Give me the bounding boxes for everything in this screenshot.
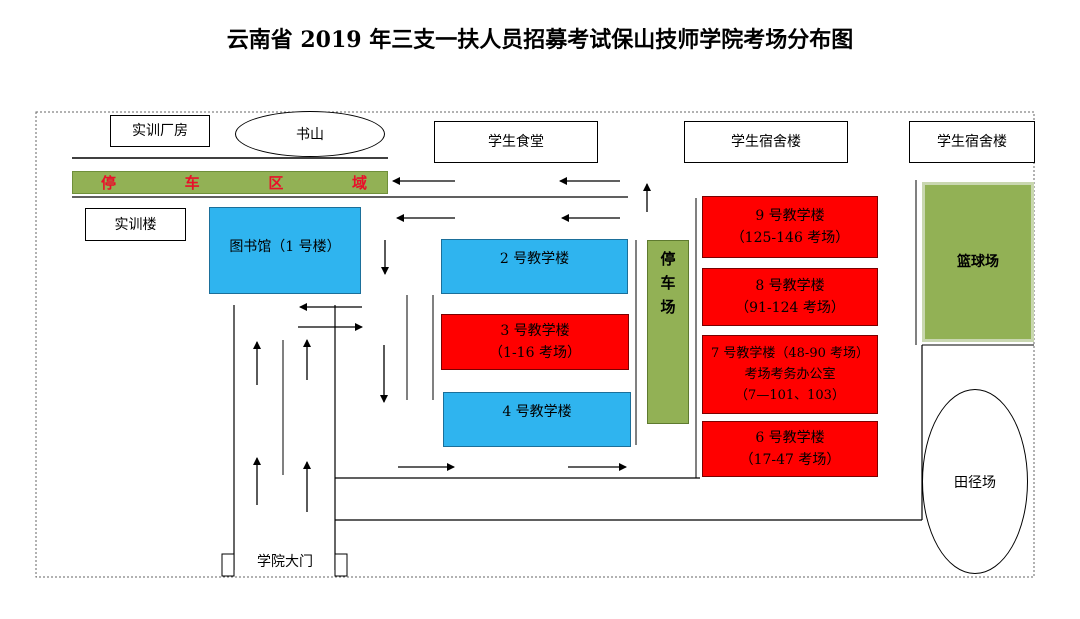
teaching-building-3: 3 号教学楼 （1-16 考场）: [441, 314, 629, 370]
parking-lot-char: 场: [660, 298, 676, 316]
parking-zone-char: 区: [268, 174, 284, 192]
page-title: 云南省 2019 年三支一扶人员招募考试保山技师学院考场分布图: [226, 27, 854, 53]
building-9-name: 9 号教学楼: [755, 208, 825, 224]
teaching-building-7: 7 号教学楼（48-90 考场） 考场考务办公室 （7—101、103）: [702, 335, 878, 414]
gate-post-left: [221, 553, 235, 577]
building-8-rooms: （91-124 考场）: [735, 300, 845, 316]
building-7-name: 7 号教学楼（48-90 考场）: [710, 346, 869, 361]
parking-lot-char: 停: [660, 250, 676, 268]
teaching-building-8: 8 号教学楼 （91-124 考场）: [702, 268, 878, 326]
parking-zone: 停 车 区 域: [72, 171, 388, 194]
parking-lot: 停 车 场: [647, 240, 689, 424]
book-hill: 书山: [235, 111, 385, 157]
training-workshop: 实训厂房: [110, 115, 210, 147]
main-gate-label: 学院大门: [257, 554, 313, 570]
parking-zone-char: 域: [351, 174, 367, 192]
teaching-building-4: 4 号教学楼: [443, 392, 631, 447]
gate-post-right: [334, 553, 348, 577]
library-label: 图书馆（1 号楼）: [229, 239, 341, 255]
building-7-office: 考场考务办公室: [744, 367, 836, 382]
student-dorm-2: 学生宿舍楼: [909, 121, 1035, 163]
building-9-rooms: （125-146 考场）: [730, 230, 850, 246]
building-6-rooms: （17-47 考场）: [739, 452, 841, 468]
teaching-building-2: 2 号教学楼: [441, 239, 628, 294]
basketball-court: 篮球场: [922, 182, 1034, 342]
parking-zone-char: 停: [101, 174, 117, 192]
library-building-1: 图书馆（1 号楼）: [209, 207, 361, 294]
campus-boundary: [35, 111, 1035, 578]
building-3-name: 3 号教学楼: [500, 323, 570, 339]
student-canteen: 学生食堂: [434, 121, 598, 163]
teaching-building-9: 9 号教学楼 （125-146 考场）: [702, 196, 878, 258]
parking-lot-char: 车: [660, 274, 676, 292]
student-dorm-1: 学生宿舍楼: [684, 121, 848, 163]
track-and-field: 田径场: [922, 389, 1028, 574]
building-8-name: 8 号教学楼: [755, 278, 825, 294]
teaching-building-6: 6 号教学楼 （17-47 考场）: [702, 421, 878, 477]
parking-zone-char: 车: [184, 174, 200, 192]
building-7-office-rooms: （7—101、103）: [735, 388, 845, 403]
building-3-rooms: （1-16 考场）: [489, 345, 581, 361]
building-6-name: 6 号教学楼: [755, 430, 825, 446]
training-building: 实训楼: [85, 208, 186, 241]
